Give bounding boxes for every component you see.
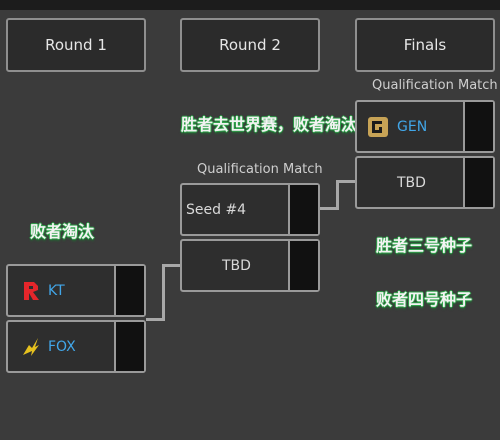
finals-qualification-label: Qualification Match — [372, 78, 498, 93]
fox-name: FOX — [48, 338, 76, 355]
kt-score — [114, 266, 144, 315]
finals-winner-note: 胜者三号种子 — [376, 236, 473, 255]
gen-score — [463, 102, 493, 151]
finals-slot-tbd[interactable]: TBD — [355, 156, 495, 209]
kt-logo-icon — [24, 281, 39, 300]
connector-r2-vertical — [336, 180, 339, 210]
gen-logo-icon — [368, 116, 388, 137]
round-1-slot-kt[interactable]: KT — [6, 264, 146, 317]
round-2-qualification-label: Qualification Match — [197, 162, 323, 177]
finals-tbd-label: TBD — [397, 174, 426, 191]
round-2-caption: 胜者去世界赛，败者淘汰 — [181, 115, 358, 134]
fox-score — [114, 322, 144, 371]
finals-label: Finals — [403, 36, 447, 54]
connector-r1-vertical — [162, 264, 165, 321]
connector-r1-out — [146, 318, 164, 321]
fox-logo-icon — [23, 337, 39, 356]
round-2-slot-tbd[interactable]: TBD — [180, 239, 320, 292]
gen-name: GEN — [397, 118, 428, 135]
seed-4-score — [288, 185, 318, 234]
seed-4-label: Seed #4 — [186, 201, 247, 218]
round-2-tbd-label: TBD — [222, 257, 251, 274]
round-1-header[interactable]: Round 1 — [6, 18, 146, 72]
finals-slot-gen[interactable]: GEN — [355, 100, 495, 153]
connector-r1-to-r2 — [162, 264, 180, 267]
connector-r2-out — [320, 207, 338, 210]
kt-name: KT — [48, 282, 65, 299]
round-2-slot-seed-4[interactable]: Seed #4 — [180, 183, 320, 236]
finals-loser-note: 败者四号种子 — [376, 290, 473, 309]
finals-tbd-score — [463, 158, 493, 207]
round-1-caption: 败者淘汰 — [30, 222, 95, 241]
connector-r2-to-finals — [336, 180, 355, 183]
round-2-header[interactable]: Round 2 — [180, 18, 320, 72]
round-2-label: Round 2 — [219, 36, 281, 54]
round-1-slot-fox[interactable]: FOX — [6, 320, 146, 373]
finals-header[interactable]: Finals — [355, 18, 495, 72]
top-strip — [0, 0, 500, 10]
round-2-tbd-score — [288, 241, 318, 290]
round-1-label: Round 1 — [45, 36, 107, 54]
